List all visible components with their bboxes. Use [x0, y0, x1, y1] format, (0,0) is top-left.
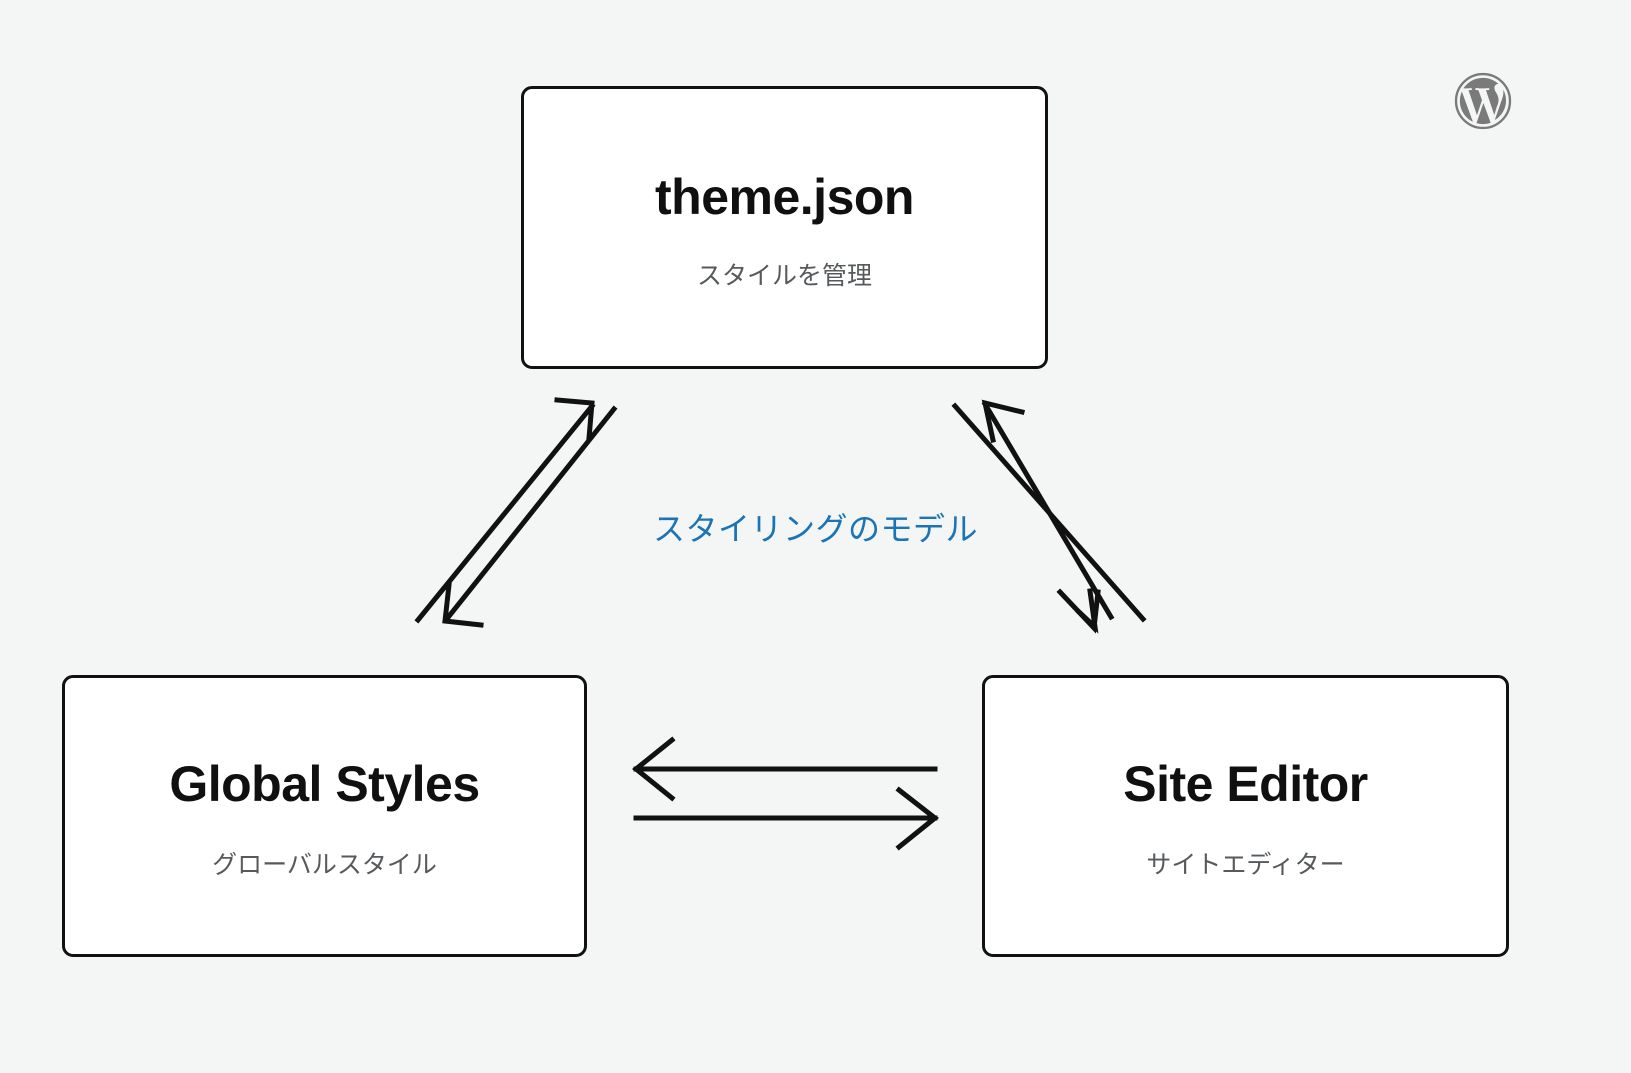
node-site-editor-title: Site Editor [1123, 755, 1368, 812]
node-global-styles-subtitle: グローバルスタイル [212, 850, 437, 879]
connector-global-styles-to-theme-json [414, 397, 596, 624]
node-global-styles-title: Global Styles [169, 755, 480, 812]
node-global-styles[interactable]: Global Styles グローバルスタイル [62, 675, 587, 957]
diagram-caption: スタイリングのモデル [652, 511, 978, 547]
connector-global-styles-to-site-editor [633, 786, 940, 851]
wordpress-logo-icon [1454, 72, 1512, 130]
node-theme-json-title: theme.json [655, 169, 914, 225]
node-site-editor-subtitle: サイトエディター [1146, 850, 1345, 879]
node-site-editor[interactable]: Site Editor サイトエディター [982, 675, 1509, 957]
node-theme-json-subtitle: スタイルを管理 [696, 262, 872, 290]
node-theme-json[interactable]: theme.json スタイルを管理 [521, 86, 1048, 369]
connector-site-editor-to-theme-json [981, 399, 1115, 621]
connector-site-editor-to-global-styles [632, 736, 938, 802]
